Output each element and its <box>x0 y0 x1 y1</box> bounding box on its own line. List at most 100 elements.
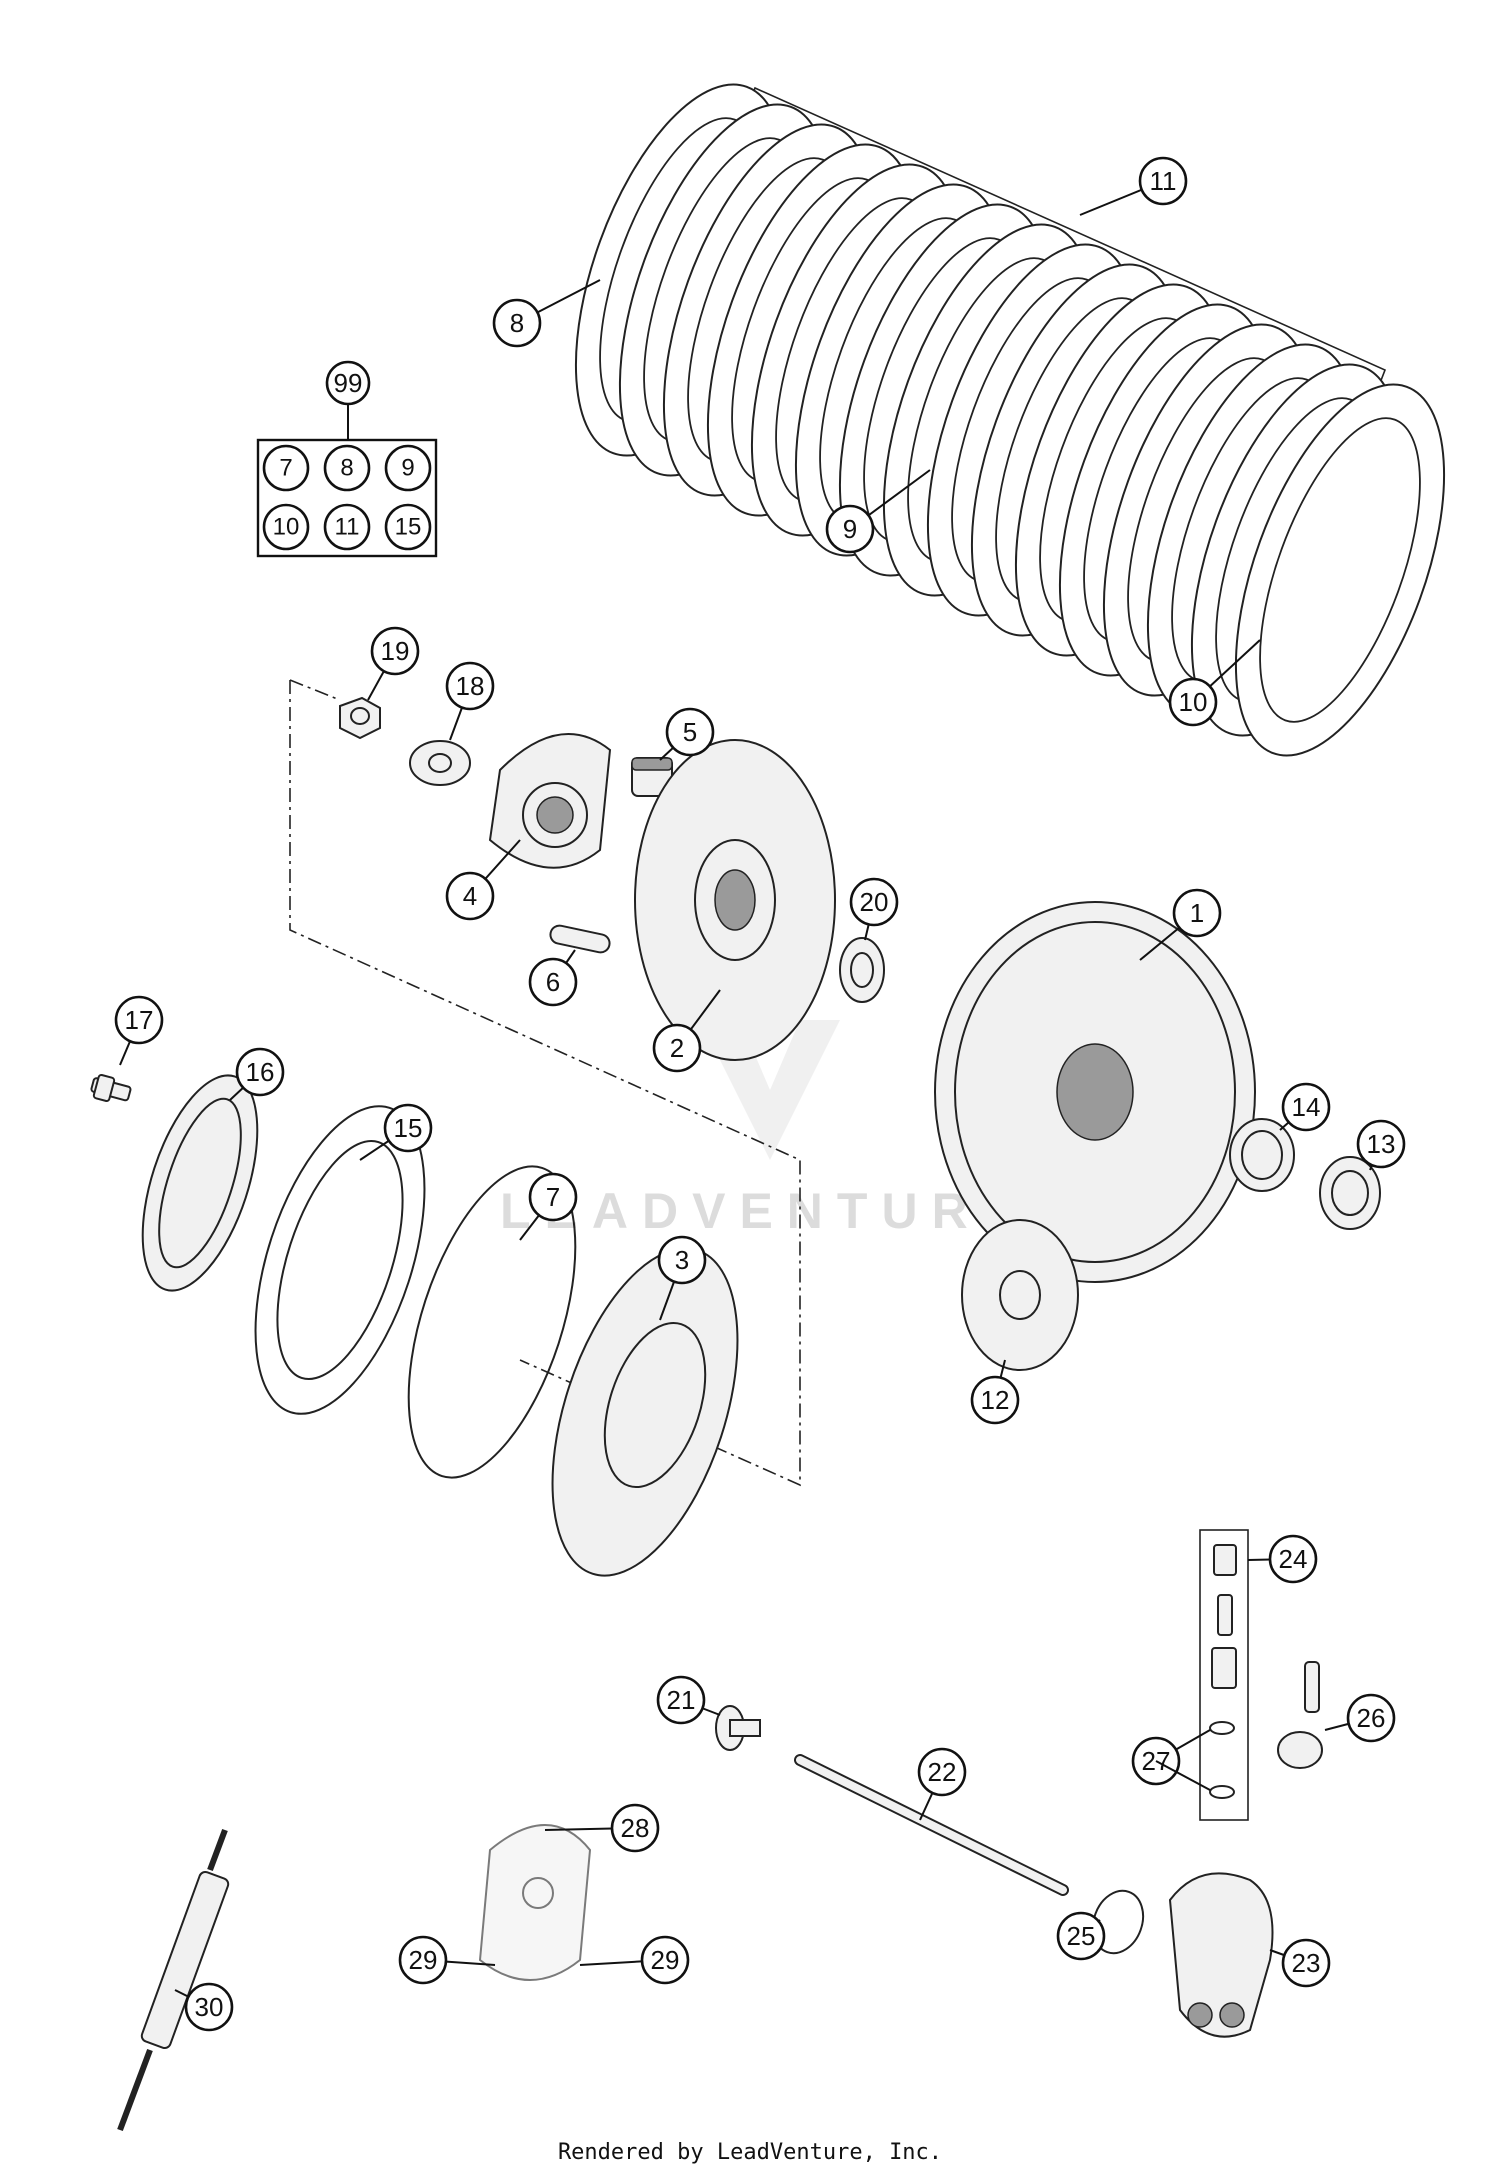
callout-2: 2 <box>652 989 721 1073</box>
svg-text:24: 24 <box>1279 1544 1308 1574</box>
svg-text:15: 15 <box>394 1113 423 1143</box>
watermark-text: LEADVENTURE <box>500 1183 1029 1239</box>
callout-6: 6 <box>528 949 578 1007</box>
svg-text:25: 25 <box>1067 1921 1096 1951</box>
callout-26: 26 <box>1324 1693 1396 1743</box>
callout-14: 14 <box>1279 1082 1331 1132</box>
svg-text:99: 99 <box>334 368 363 398</box>
svg-text:7: 7 <box>279 455 292 482</box>
svg-text:18: 18 <box>456 671 485 701</box>
svg-text:11: 11 <box>1150 166 1177 196</box>
callout-30: 30 <box>174 1982 234 2032</box>
pressure-piece <box>715 1705 761 1751</box>
clutch-plate-stack <box>574 83 1446 757</box>
callout-5: 5 <box>659 707 715 761</box>
slave-cylinder-ghost <box>478 1824 592 1981</box>
kit-box: 7 8 9 10 11 15 99 <box>256 360 438 558</box>
svg-text:22: 22 <box>928 1757 957 1787</box>
callout-10: 10 <box>1168 639 1261 727</box>
callout-17: 17 <box>114 995 164 1066</box>
callout-11: 11 <box>1079 156 1188 216</box>
svg-text:6: 6 <box>546 967 560 997</box>
callout-25: 25 <box>1056 1911 1106 1961</box>
svg-text:3: 3 <box>675 1245 689 1275</box>
bleeder-parts-panel <box>1199 1529 1249 1821</box>
svg-text:9: 9 <box>843 514 857 544</box>
callout-22: 22 <box>917 1747 967 1821</box>
inner-clutch-hub <box>634 739 836 1061</box>
kit-item: 9 <box>384 444 432 492</box>
callout-7: 7 <box>519 1172 578 1241</box>
kit-item: 11 <box>323 503 371 551</box>
callout-28: 28 <box>544 1803 660 1853</box>
pin <box>549 924 611 954</box>
thrust-washer <box>839 937 885 1003</box>
callout-24: 24 <box>1247 1534 1318 1584</box>
nut <box>339 696 381 740</box>
svg-text:17: 17 <box>125 1005 154 1035</box>
lock-washer <box>409 740 471 786</box>
svg-text:23: 23 <box>1292 1948 1321 1978</box>
svg-text:12: 12 <box>981 1385 1010 1415</box>
svg-text:15: 15 <box>395 514 422 541</box>
wire-ring <box>407 1165 577 1479</box>
svg-text:19: 19 <box>381 636 410 666</box>
svg-text:9: 9 <box>401 455 414 482</box>
callout-29: 29 <box>579 1935 690 1985</box>
svg-text:10: 10 <box>1179 687 1208 717</box>
svg-text:11: 11 <box>335 514 360 541</box>
svg-text:10: 10 <box>273 514 300 541</box>
callout-1: 1 <box>1139 888 1222 961</box>
primary-gear <box>961 1219 1079 1371</box>
o-ring <box>1091 1889 1145 1955</box>
clutch-plate <box>1234 383 1446 757</box>
bushing <box>1319 1156 1381 1230</box>
svg-text:16: 16 <box>246 1057 275 1087</box>
callout-18: 18 <box>445 661 495 741</box>
kit-item: 10 <box>262 503 310 551</box>
outer-clutch-basket <box>934 901 1256 1283</box>
callout-16: 16 <box>229 1047 285 1101</box>
svg-text:5: 5 <box>683 717 697 747</box>
callout-4: 4 <box>445 839 521 921</box>
kit-item: 8 <box>323 444 371 492</box>
footer-credit: Rendered by LeadVenture, Inc. <box>557 2140 943 2165</box>
banjo-bolt-line <box>1277 1661 1323 1769</box>
screw <box>90 1074 132 1102</box>
pressure-plate <box>551 1247 739 1577</box>
callout-15: 15 <box>359 1103 433 1161</box>
callout-19: 19 <box>367 626 420 701</box>
svg-text:28: 28 <box>621 1813 650 1843</box>
svg-text:29: 29 <box>651 1945 680 1975</box>
svg-text:30: 30 <box>195 1992 224 2022</box>
svg-text:2: 2 <box>670 1033 684 1063</box>
callout-29: 29 <box>398 1935 496 1985</box>
svg-text:29: 29 <box>409 1945 438 1975</box>
push-rod <box>794 1754 1069 1896</box>
callout-kit: 99 <box>325 360 371 406</box>
bearing-sleeve <box>1229 1118 1295 1192</box>
svg-text:7: 7 <box>546 1182 560 1212</box>
svg-text:26: 26 <box>1357 1703 1386 1733</box>
kit-item: 15 <box>384 503 432 551</box>
svg-text:14: 14 <box>1292 1092 1321 1122</box>
callout-20: 20 <box>849 877 899 941</box>
callout-13: 13 <box>1356 1119 1406 1171</box>
svg-text:1: 1 <box>1190 898 1204 928</box>
friction-disc-thin <box>254 1105 426 1415</box>
svg-text:20: 20 <box>860 887 889 917</box>
svg-text:4: 4 <box>463 881 477 911</box>
callout-27: 27 <box>1131 1729 1211 1791</box>
kit-item: 7 <box>262 444 310 492</box>
callout-23: 23 <box>1269 1938 1331 1988</box>
pressure-cap <box>488 733 612 869</box>
callout-9: 9 <box>825 469 931 554</box>
svg-text:8: 8 <box>510 308 524 338</box>
svg-text:21: 21 <box>667 1685 696 1715</box>
callout-21: 21 <box>656 1675 721 1725</box>
svg-text:13: 13 <box>1367 1129 1396 1159</box>
callout-12: 12 <box>970 1359 1020 1425</box>
callout-8: 8 <box>492 279 601 348</box>
grease-syringe <box>117 1828 230 2132</box>
